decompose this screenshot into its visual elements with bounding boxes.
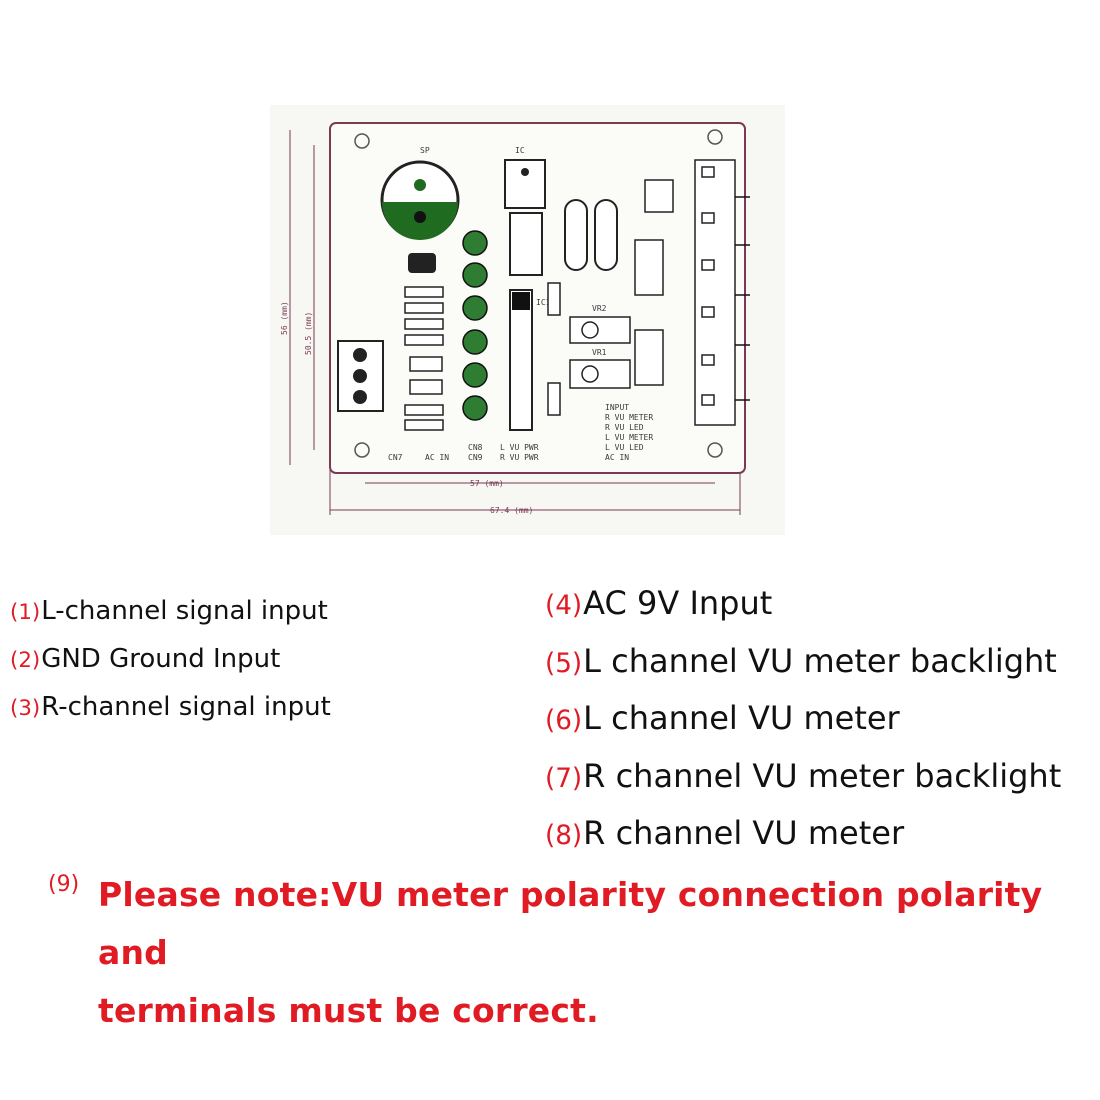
- note-line-1: Please note:VU meter polarity connection…: [98, 875, 1043, 972]
- cn9-label: CN9: [468, 453, 483, 462]
- right-terminal-block: [694, 159, 736, 426]
- legend-text-5: L channel VU meter backlight: [583, 641, 1057, 680]
- r-vu-pwr-label: R VU PWR: [500, 453, 539, 462]
- connector-small-2: [634, 239, 664, 296]
- vr1-potentiometer: VR1: [569, 348, 631, 389]
- mount-hole-bottom-left: [354, 442, 370, 458]
- resistor-center-2: [547, 382, 561, 416]
- dim-width-outer: 67.4 (mm): [490, 506, 533, 515]
- ac-in-label: AC IN: [425, 453, 449, 462]
- mount-hole-top-left: [354, 133, 370, 149]
- resistor-column-left: [404, 286, 444, 431]
- speaker-component: SP: [380, 146, 460, 240]
- vr1-label: VR1: [592, 348, 607, 357]
- l-vu-meter-label: L VU METER: [605, 433, 653, 442]
- legend-item-3: (3)R-channel signal input: [10, 692, 530, 740]
- cn7-label: CN7: [388, 453, 403, 462]
- legend-item-5: (5)L channel VU meter backlight: [545, 642, 1095, 700]
- mount-hole-bottom-right: [707, 442, 723, 458]
- dim-height-inner: 50.5 (mm): [304, 312, 313, 355]
- r-vu-led-label: R VU LED: [605, 423, 644, 432]
- input-label: INPUT: [605, 403, 629, 412]
- l-vu-pwr-label: L VU PWR: [500, 443, 539, 452]
- legend-text-4: AC 9V Input: [583, 584, 773, 622]
- legend-num-2: (2): [10, 648, 41, 673]
- legend-text-7: R channel VU meter backlight: [583, 756, 1062, 795]
- bridge-label: IC: [515, 146, 525, 155]
- r-vu-meter-label: R VU METER: [605, 413, 653, 422]
- cn8-label: CN8: [468, 443, 483, 452]
- bridge-ic: IC: [504, 146, 546, 209]
- mount-hole-top-right: [707, 129, 723, 145]
- legend-item-1: (1)L-channel signal input: [10, 596, 530, 644]
- legend-text-1: L-channel signal input: [41, 596, 328, 626]
- speaker-label: SP: [420, 146, 430, 155]
- legend-right: (4)AC 9V Input (5)L channel VU meter bac…: [545, 584, 1095, 872]
- l-vu-led-label: L VU LED: [605, 443, 644, 452]
- legend-item-6: (6)L channel VU meter: [545, 699, 1095, 757]
- legend-num-7: (7): [545, 763, 583, 794]
- transistor-column: [462, 230, 488, 421]
- legend-num-1: (1): [10, 600, 41, 625]
- legend-text-8: R channel VU meter: [583, 814, 905, 852]
- note-number: (9): [48, 872, 80, 897]
- regulator-component: [509, 212, 543, 276]
- legend-item-7: (7)R channel VU meter backlight: [545, 757, 1095, 815]
- dimension-lines: [289, 130, 741, 515]
- legend-num-3: (3): [10, 696, 41, 721]
- dim-height-outer: 56 (mm): [280, 301, 289, 335]
- legend-item-4: (4)AC 9V Input: [545, 584, 1095, 642]
- legend-num-6: (6): [545, 706, 583, 736]
- connector-small-3: [634, 329, 664, 386]
- legend-text-3: R-channel signal input: [41, 692, 331, 722]
- legend-text-6: L channel VU meter: [583, 699, 900, 737]
- ac-in-label-2: AC IN: [605, 453, 629, 462]
- legend-item-2: (2)GND Ground Input: [10, 644, 530, 692]
- terminal-wires: [735, 196, 750, 401]
- capacitor-1: [564, 199, 588, 271]
- resistor-center-1: [547, 282, 561, 316]
- legend-left: (1)L-channel signal input (2)GND Ground …: [10, 596, 530, 740]
- ic-header: IC1: [509, 289, 551, 431]
- vr2-label: VR2: [592, 304, 607, 313]
- note-text: Please note:VU meter polarity connection…: [98, 866, 1048, 1040]
- connector-small-1: [644, 179, 674, 213]
- capacitor-2: [594, 199, 618, 271]
- legend-item-8: (8)R channel VU meter: [545, 814, 1095, 872]
- led-component: [408, 253, 436, 273]
- legend-num-8: (8): [545, 821, 583, 851]
- pcb-board-diagram: 57 (mm) 67.4 (mm) 50.5 (mm) 56 (mm) SP: [270, 105, 785, 535]
- left-terminal-block: [337, 340, 384, 412]
- pcb-layout-svg: 57 (mm) 67.4 (mm) 50.5 (mm) 56 (mm) SP: [270, 105, 785, 535]
- ic-label: IC1: [536, 298, 551, 307]
- legend-num-4: (4): [545, 591, 583, 621]
- legend-num-5: (5): [545, 648, 583, 679]
- dim-width-inner: 57 (mm): [470, 479, 504, 488]
- vr2-potentiometer: VR2: [569, 304, 631, 344]
- note-line-2: terminals must be correct.: [98, 991, 599, 1030]
- legend-text-2: GND Ground Input: [41, 644, 281, 674]
